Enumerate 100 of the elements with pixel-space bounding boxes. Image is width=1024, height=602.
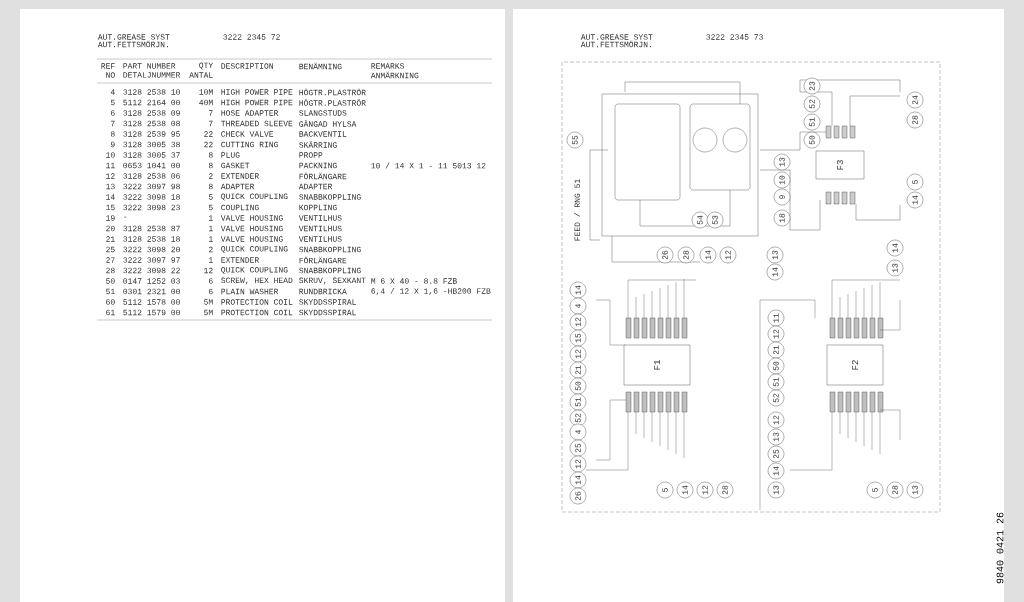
part-number: 3222 3098 23 [123, 204, 180, 211]
callout-number: 12 [696, 481, 714, 499]
part-number: 3128 3005 37 [123, 152, 180, 158]
quantity: 5M [204, 299, 213, 305]
swedish-name: SNABBKOPPLING [299, 246, 361, 253]
part-number: 0301 2321 00 [123, 288, 180, 295]
part-ref: 12 [106, 173, 115, 179]
description: HIGH POWER PIPE [221, 89, 293, 95]
description: HOSE ADAPTER [221, 110, 279, 116]
description: COUPLING [221, 204, 259, 211]
callout-number: 5 [656, 481, 674, 499]
quantity: 2 [208, 173, 213, 179]
part-ref: 28 [106, 267, 115, 274]
feed-label: FEED / RNG 51 [574, 179, 580, 241]
callout-number: 5 [906, 173, 924, 191]
column-header: ANTAL [189, 72, 213, 78]
callout-number: 55 [566, 131, 584, 149]
column-header: DESCRIPTION [221, 63, 273, 69]
description: PROTECTION COIL [221, 299, 293, 305]
quantity: 1 [209, 257, 213, 263]
manifold-block: F1 [623, 344, 691, 386]
doc-title: AUT.FETTSMÖRJN. [580, 40, 651, 48]
swedish-name: PACKNING [299, 162, 337, 169]
column-header: PART NUMBER [123, 63, 176, 69]
description: QUICK COUPLING [221, 267, 288, 274]
part-number: - [124, 216, 127, 218]
column-header: DETALJNUMMER [123, 72, 181, 78]
column-header: REMARKS [371, 63, 404, 69]
description: EXTENDER [221, 173, 259, 179]
callout-number: 23 [803, 77, 821, 95]
swedish-name: BACKVENTIL [299, 131, 347, 137]
callout-number: 14 [569, 281, 587, 299]
remark: 10 / 14 X 1 - 11 5013 12 [371, 162, 486, 169]
quantity: 7 [209, 120, 213, 127]
swedish-name: HÖGTR.PLASTRÖR [299, 99, 366, 106]
callout-number: 51 [767, 373, 785, 391]
part-ref: 19 [106, 215, 115, 221]
callout-number: 28 [906, 111, 924, 129]
part-ref: 8 [110, 131, 115, 137]
drawing-number: 9840 0421 26 [996, 512, 1004, 584]
quantity: 7 [209, 110, 213, 116]
callout-number: 50 [569, 377, 587, 395]
swedish-name: SLANGSTUDS [299, 110, 347, 116]
part-ref: 10 [106, 152, 115, 158]
callout-number: 28 [886, 481, 904, 499]
part-number: 3128 2539 95 [123, 131, 180, 137]
part-number: 5112 1579 00 [123, 309, 180, 316]
quantity: 6 [209, 278, 213, 284]
swedish-name: GÄNGAD HYLSA [299, 120, 357, 127]
quantity: 1 [209, 236, 213, 242]
callout-number: 15 [569, 329, 587, 347]
part-ref: 25 [106, 246, 115, 253]
swedish-name: SKYDDSSPIRAL [299, 309, 356, 316]
quantity: 6 [209, 288, 213, 295]
callout-number: 12 [767, 325, 785, 343]
remark: M 6 X 40 - 8.8 FZB [371, 278, 457, 284]
callout-number: 52 [569, 409, 587, 427]
part-ref: 7 [111, 120, 115, 127]
description: QUICK COUPLING [221, 193, 288, 201]
part-number: 3222 3098 20 [123, 246, 180, 253]
quantity: 5M [204, 309, 213, 316]
part-ref: 6 [111, 110, 115, 116]
callout-number: 10 [773, 171, 791, 189]
part-number: 3222 3097 98 [123, 183, 180, 190]
swedish-name: FÖRLÄNGARE [299, 172, 347, 180]
swedish-name: VENTILHUS [298, 236, 342, 242]
column-header: REF [101, 63, 115, 69]
part-ref: 60 [106, 299, 115, 305]
swedish-name: SKYDDSSPIRAL [299, 299, 356, 305]
callout-number: 14 [699, 246, 717, 264]
part-ref: 11 [106, 162, 115, 169]
column-header: NO [106, 72, 115, 78]
quantity: 22 [204, 131, 213, 137]
quantity: 22 [204, 141, 213, 148]
part-number: 3128 2538 18 [123, 236, 180, 242]
quantity: 40M [199, 99, 213, 106]
swedish-name: SKRUV, SEXKANT [299, 277, 366, 285]
part-ref: 50 [106, 278, 115, 284]
description: PROTECTION COIL [221, 309, 293, 316]
swedish-name: SKÄRRING [299, 141, 337, 148]
part-ref: 61 [106, 309, 115, 316]
quantity: 8 [208, 162, 213, 169]
doc-title: AUT.GREASE SYST [97, 34, 170, 40]
part-ref: 9 [110, 141, 115, 148]
part-number: 0147 1252 03 [123, 278, 180, 284]
part-ref: 4 [110, 89, 115, 95]
callout-number: 14 [676, 481, 694, 499]
part-number: 3222 3097 97 [123, 257, 180, 263]
callout-number: 28 [677, 246, 695, 264]
callout-number: 52 [767, 389, 785, 407]
callout-number: 14 [767, 462, 785, 480]
part-number: 3128 3005 38 [123, 141, 180, 148]
column-header: QTY [199, 62, 214, 70]
callout-number: 4 [569, 297, 587, 315]
callout-number: 13 [767, 481, 785, 499]
quantity: 5 [208, 194, 213, 200]
description: ADAPTER [220, 183, 255, 190]
doc-title: AUT.GREASE SYST [580, 34, 653, 40]
column-header: BENÄMNING [299, 62, 342, 70]
callout-number: 51 [569, 393, 587, 411]
